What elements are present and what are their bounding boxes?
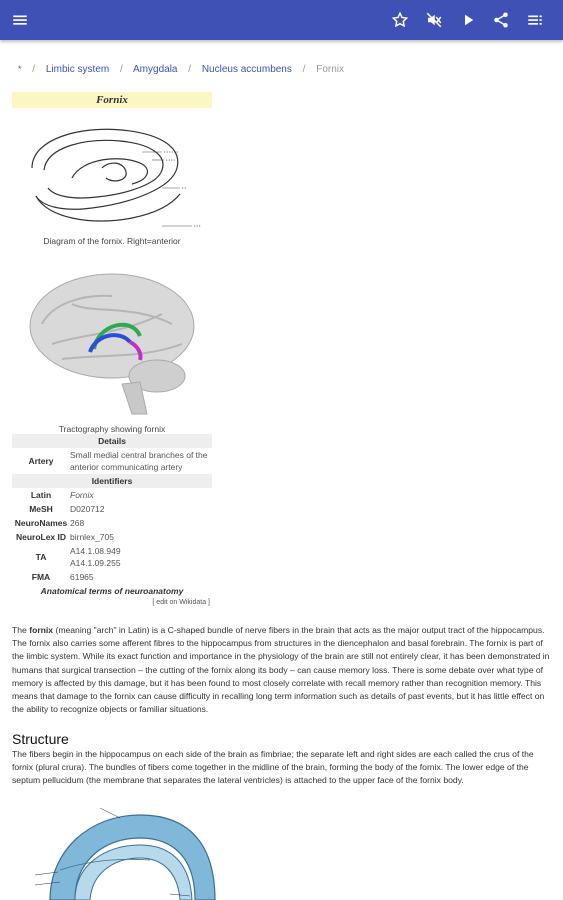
mesh-row: MeSH D020712: [29, 504, 105, 514]
star-icon[interactable]: [388, 8, 412, 32]
breadcrumb-item-limbic-system[interactable]: Limbic system: [45, 64, 110, 75]
details-header: Details: [12, 434, 212, 448]
ta-row: TA A14.1.08.949 A14.1.09.255: [35, 546, 121, 568]
svg-text:• •: • •: [182, 185, 187, 190]
breadcrumb-home[interactable]: *: [18, 64, 22, 74]
more-icon[interactable]: [523, 8, 547, 32]
image-caption-tractography: Tractography showing fornix: [58, 424, 166, 434]
breadcrumb: * / Limbic system / Amygdala / Nucleus a…: [18, 64, 345, 75]
identifiers-header: Identifiers: [12, 474, 212, 488]
anatomical-terms-link[interactable]: Anatomical terms of neuroanatomy: [40, 586, 184, 596]
image-caption-diagram: Diagram of the fornix. Right=anterior: [43, 236, 181, 246]
breadcrumb-item-amygdala[interactable]: Amygdala: [133, 64, 178, 75]
fornix-term: fornix: [29, 625, 54, 635]
app-bar: [0, 0, 563, 40]
edit-on-wikidata-link[interactable]: [ edit on Wikidata ]: [152, 599, 210, 606]
menu-icon[interactable]: [8, 8, 32, 32]
breadcrumb-item-nucleus-accumbens[interactable]: Nucleus accumbens: [201, 64, 292, 75]
share-icon[interactable]: [489, 8, 513, 32]
neurolex-row: NeuroLex ID birnlex_705: [15, 532, 114, 542]
section-title-structure: Structure: [12, 731, 69, 747]
svg-text:• • • •: • • • •: [166, 157, 176, 162]
infobox: Fornix • • • • • • • • • • • • • • • Diagr…: [12, 92, 212, 606]
svg-text:• • • • • •: • • • • • •: [164, 149, 179, 154]
fma-row: FMA 61965: [31, 572, 94, 582]
breadcrumb-current: Fornix: [316, 64, 345, 75]
play-icon[interactable]: [456, 8, 480, 32]
artery-row: Artery Small medial central branches of …: [28, 450, 208, 472]
neuronames-row: NeuroNames 268: [14, 518, 85, 528]
infobox-title: Fornix: [12, 92, 212, 108]
latin-row: Latin Fornix: [30, 490, 94, 500]
svg-text:• • •: • • •: [194, 223, 201, 228]
fornix-structure-figure[interactable]: [30, 800, 230, 900]
intro-paragraph: The fornix (meaning "arch" in Latin) is …: [12, 625, 550, 715]
fornix-diagram-image[interactable]: • • • • • • • • • • • • • • •: [12, 108, 212, 236]
structure-paragraph: The fibers begin in the hippocampus on e…: [12, 749, 534, 786]
tractography-image[interactable]: [12, 264, 212, 424]
volume-off-icon[interactable]: [422, 8, 446, 32]
